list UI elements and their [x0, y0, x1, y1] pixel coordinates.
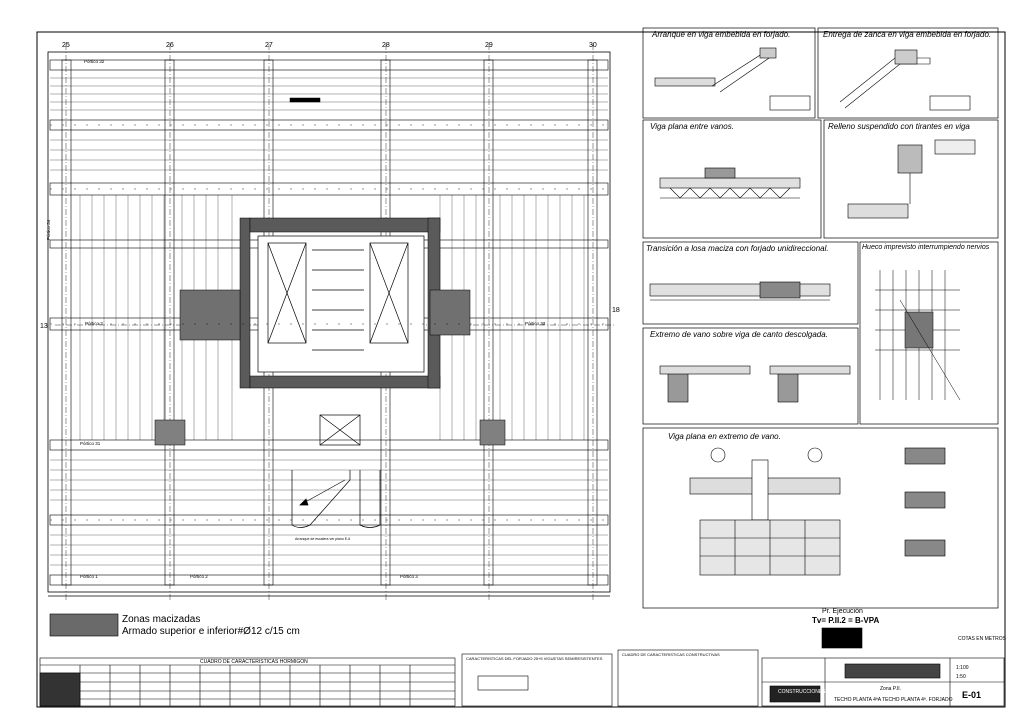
detail-panels: [642, 27, 999, 609]
detail-title: Arranque en viga embebida en forjado.: [652, 30, 791, 39]
axis-label-top: 26: [166, 42, 174, 49]
axis-label-left: 13: [40, 323, 48, 330]
portico-labels: Pórtico 32 Pórtico 34 Pórtico 31 Pórtico…: [46, 59, 546, 579]
project-phase: Pr. Ejecución: [822, 608, 863, 615]
detail-frame: [642, 427, 999, 609]
legend-swatch-solid-zone: [49, 613, 119, 637]
axis-label-top: 25: [62, 42, 70, 49]
scale-2: 1:50: [956, 674, 966, 680]
concrete-table-title: CUADRO DE CARACTERISTICAS HORMIGON: [200, 659, 308, 665]
drawing-title: TECHO PLANTA 4ªA TECHO PLANTA 4ª. FORJAD…: [834, 697, 953, 703]
company-name: CONSTRUCCIONES: [778, 689, 826, 695]
detail-frame: [817, 27, 999, 119]
detail-frame: [859, 241, 999, 425]
solid-slab-zones: [154, 97, 506, 446]
detail-title: Relleno suspendido con tirantes en viga: [828, 122, 970, 131]
portico-label: Pórtico 31: [80, 441, 101, 446]
axis-label-right: 18: [612, 307, 620, 314]
detail-title: Entrega de zanca en viga embebida en for…: [823, 30, 992, 39]
detail-drawings: [649, 47, 976, 576]
detail-frame: [823, 119, 999, 239]
axis-label-top: 29: [485, 42, 493, 49]
stair-core: [257, 235, 425, 528]
scale-1: 1:100: [956, 665, 969, 671]
detail-title: Viga plana entre vanos.: [650, 122, 734, 131]
slab-table-title: CARACTERISTICAS DEL FORJADO 25+5 VIGUETA…: [466, 656, 603, 661]
legend-armado-label: Armado superior e inferior#Ø12 c/15 cm: [122, 626, 300, 637]
detail-frame: [642, 27, 816, 119]
sheet-number: E-01: [962, 690, 982, 700]
bottom-tables: [39, 627, 1005, 707]
floor-plan: [47, 44, 615, 600]
detail-title: Transición a losa maciza con forjado uni…: [646, 244, 829, 253]
axis-label-top: 27: [265, 42, 273, 49]
detail-frame: [642, 241, 859, 325]
detail-frame: [642, 119, 822, 239]
detail-title: Hueco imprevisto interrumpiendo nervios: [862, 244, 990, 251]
stair-note: Arranque de escalera ver plano E-6: [295, 537, 350, 541]
construction-notes-table: [617, 649, 759, 707]
project-code: Tv= P.II.2 = B-VPA: [812, 616, 880, 625]
axis-label-top: 30: [589, 42, 597, 49]
portico-label: Pórtico 2: [190, 574, 208, 579]
units-note: COTAS EN METROS: [958, 636, 1006, 642]
zone-label: Zona P.II.: [880, 686, 902, 692]
detail-title: Extremo de vano sobre viga de canto desc…: [650, 330, 828, 339]
notes-table-title: CUADRO DE CARACTERISTICAS CONSTRUCTIVAS: [622, 652, 720, 657]
joist-lines-horizontal: [50, 77, 608, 566]
portico-label: Pórtico 33: [525, 321, 546, 326]
legend-zonas-label: Zonas macizadas: [122, 614, 201, 625]
axis-label-top: 28: [382, 42, 390, 49]
slab-characteristics-table: [461, 653, 613, 707]
portico-label: Pórtico 3: [85, 321, 103, 326]
legend: [49, 613, 119, 637]
portico-label: Pórtico 34: [46, 219, 51, 240]
portico-label: Pórtico 32: [84, 59, 105, 64]
detail-title: Viga plana en extremo de vano.: [668, 432, 781, 441]
portico-label: Pórtico 1: [80, 574, 98, 579]
portico-label: Pórtico 3: [400, 574, 418, 579]
grid-bubbles: 25 26 27 28 29 30 13 18: [40, 42, 620, 330]
detail-frame: [642, 327, 859, 425]
sheet-frame: [36, 31, 1006, 708]
